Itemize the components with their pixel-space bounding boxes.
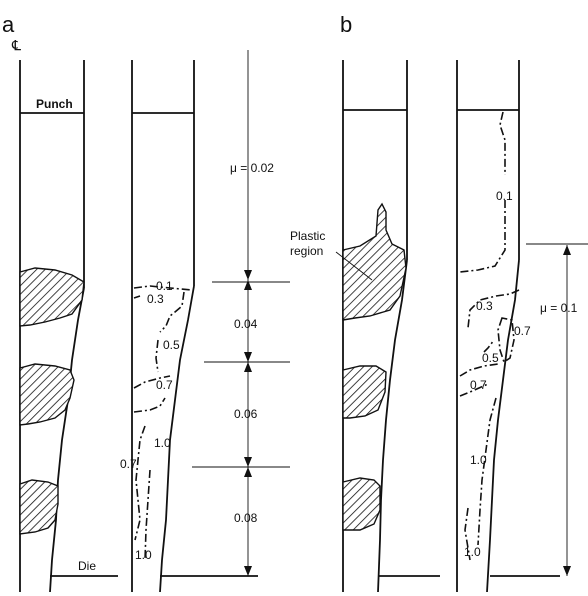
dimension-lines-b (526, 243, 588, 576)
segment-label-0.04: 0.04 (234, 317, 258, 331)
panel-a-letter: a (2, 12, 15, 37)
billet-right-a (131, 60, 258, 593)
segment-label-0.06: 0.06 (234, 407, 258, 421)
contour-b-0.3: 0.3 (476, 299, 493, 313)
mu-label-a: μ = 0.02 (230, 161, 274, 175)
panel-b: b Plastic region (290, 12, 588, 593)
contour-a-0.5: 0.5 (163, 338, 180, 352)
billet-left-b (335, 60, 440, 593)
punch-label: Punch (36, 97, 73, 111)
plastic-label-line1: Plastic (290, 229, 325, 243)
contour-b-1.0-mid: 1.0 (470, 453, 487, 467)
contour-a-0.7-lower: 0.7 (120, 457, 137, 471)
contour-b-1.0-bottom: 1.0 (464, 545, 481, 559)
contour-a-0.1: 0.1 (156, 279, 173, 293)
contour-a-0.3: 0.3 (147, 292, 164, 306)
contour-b-0.1: 0.1 (496, 189, 513, 203)
dimension-lines-a (192, 50, 290, 576)
contour-a-1.0-bottom: 1.0 (135, 548, 152, 562)
billet-left-a (19, 60, 118, 593)
panel-b-letter: b (340, 12, 352, 37)
contour-b-0.7-lower: 0.7 (470, 378, 487, 392)
plastic-label-line2: region (290, 244, 323, 258)
die-label: Die (78, 559, 96, 573)
billet-right-b (456, 60, 560, 593)
contour-b-0.5: 0.5 (482, 351, 499, 365)
contour-b-0.7-upper: 0.7 (514, 324, 531, 338)
centerline-symbol: ℄ (11, 37, 21, 53)
contour-a-1.0-mid: 1.0 (154, 436, 171, 450)
mu-label-b: μ = 0.1 (540, 301, 578, 315)
segment-label-0.08: 0.08 (234, 511, 258, 525)
panel-a: a ℄ Punch Die (2, 12, 290, 593)
contour-a-0.7-upper: 0.7 (156, 378, 173, 392)
